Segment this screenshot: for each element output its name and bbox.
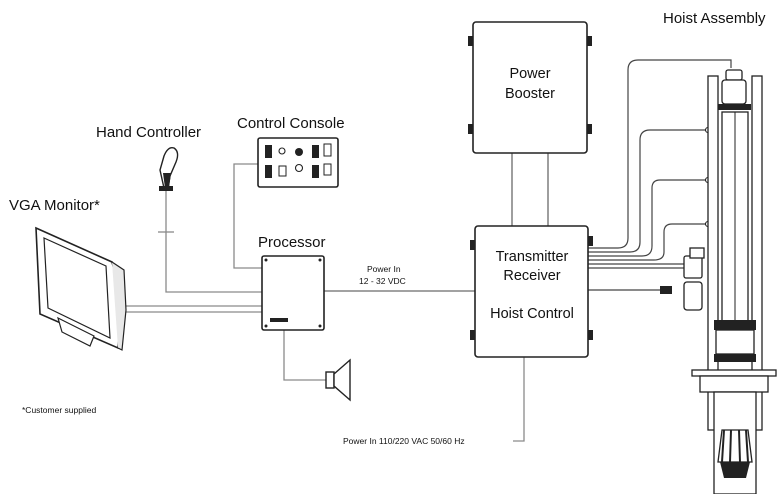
label-hoist-control: Hoist Control [490, 306, 574, 322]
vga-monitor [35, 226, 127, 351]
processor-unit [261, 255, 325, 331]
label-control-console: Control Console [237, 115, 345, 132]
wire-hand-controller [165, 190, 262, 293]
label-hand-controller: Hand Controller [96, 124, 201, 141]
cable-hoist-1 [588, 129, 708, 253]
power-booster [468, 21, 592, 154]
label-power-in-dc-1: Power In [367, 264, 401, 274]
label-power-in-ac: Power In 110/220 VAC 50/60 Hz [343, 436, 465, 446]
label-transmitter: Transmitter [496, 249, 569, 265]
label-processor: Processor [258, 234, 326, 251]
wire-control-console [233, 163, 264, 269]
speaker [325, 358, 351, 402]
label-receiver: Receiver [503, 268, 560, 284]
label-power-booster-line1: Power [509, 66, 550, 82]
wire-speaker [283, 330, 326, 381]
cable-hoist-2 [588, 179, 708, 257]
cable-hoist-top [588, 59, 732, 249]
label-power-booster-line2: Booster [505, 86, 555, 102]
wire-ac-power [513, 357, 525, 442]
hoist-assembly [683, 69, 777, 494]
control-console [257, 137, 339, 188]
label-hoist-assembly: Hoist Assembly [663, 10, 766, 27]
transmitter-receiver-box [470, 225, 593, 358]
label-vga-monitor: VGA Monitor* [9, 197, 100, 214]
hand-controller [159, 146, 179, 191]
cable-hoist-3 [588, 223, 708, 261]
label-power-in-dc-2: 12 - 32 VDC [359, 276, 406, 286]
cable-plug [660, 286, 672, 294]
label-customer-supplied: *Customer supplied [22, 405, 96, 415]
